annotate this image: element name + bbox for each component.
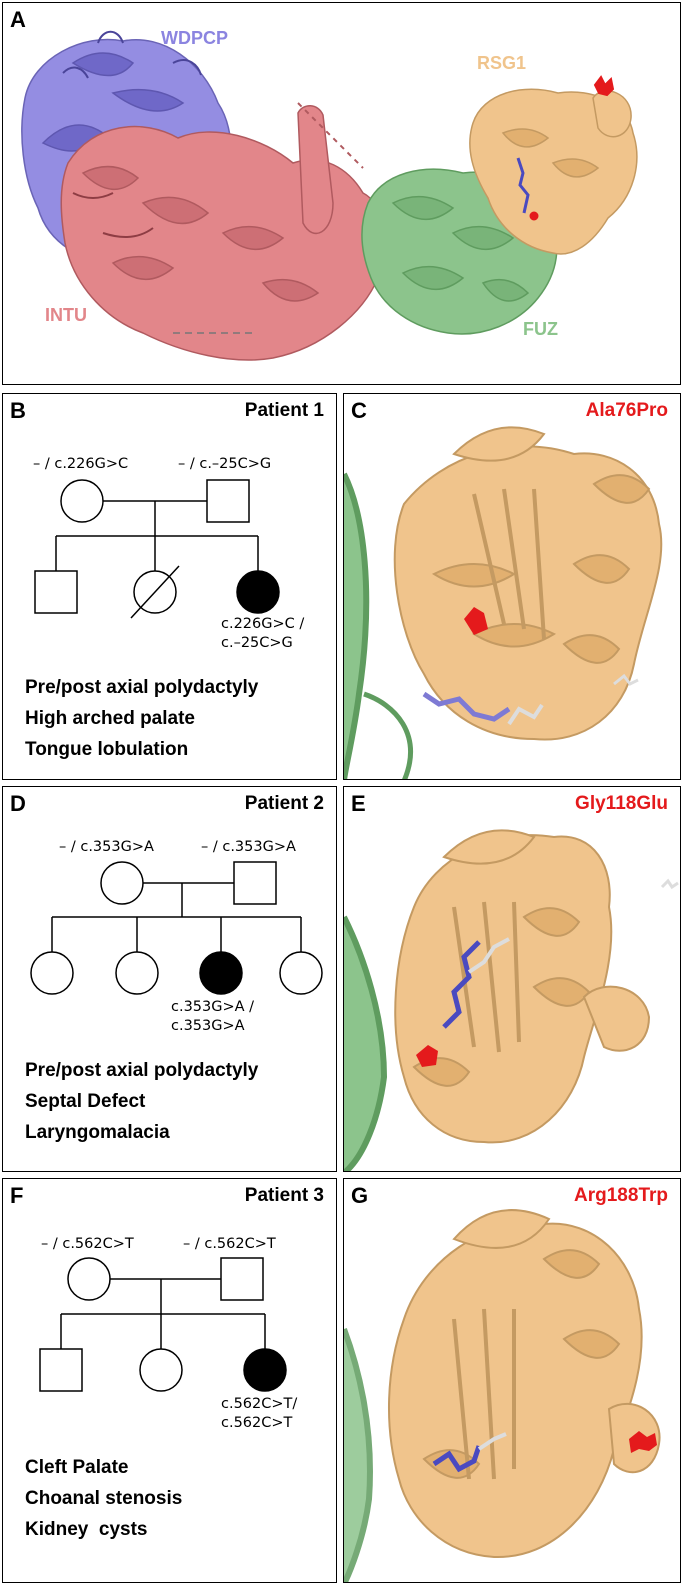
patient2-proband-genotype-1: c.353G>A / — [171, 999, 255, 1015]
patient3-mother-genotype: – / c.562C>T — [41, 1236, 134, 1252]
mutation-site — [464, 607, 488, 635]
patient3-proband-genotype-2: c.562C>T — [221, 1415, 293, 1431]
patient2-title: Patient 2 — [244, 793, 324, 814]
phenotype-item: Pre/post axial polydactyly — [25, 1060, 259, 1081]
fuz-label: FUZ — [523, 319, 558, 339]
mother-symbol — [60, 479, 104, 523]
sibling-male-symbol — [34, 570, 78, 614]
rsg1-label: RSG1 — [477, 53, 527, 73]
patient1-mother-genotype: – / c.226G>C — [33, 456, 129, 472]
panel-c: C Ala76Pro — [343, 393, 681, 780]
phenotype-item: Laryngomalacia — [25, 1122, 170, 1143]
panel-c-label: C — [351, 398, 367, 423]
mother-symbol — [67, 1257, 111, 1301]
patient2-phenotypes: Pre/post axial polydactyly Septal Defect… — [25, 1055, 258, 1148]
father-symbol — [206, 479, 250, 523]
patient1-title: Patient 1 — [244, 400, 324, 421]
phenotype-item: High arched palate — [25, 708, 195, 729]
phenotype-item: Septal Defect — [25, 1091, 146, 1112]
phenotype-item: Choanal stenosis — [25, 1488, 183, 1509]
structure-gly118glu — [344, 829, 679, 1171]
intu-label: INTU — [45, 305, 87, 325]
panel-a: A — [2, 2, 681, 385]
protein-complex-structure — [21, 30, 638, 361]
mutation-site — [416, 1045, 438, 1067]
panel-g: G Arg188Trp — [343, 1178, 681, 1583]
patient2-proband-genotype-2: c.353G>A — [171, 1018, 245, 1034]
father-symbol — [233, 861, 277, 905]
patient3-phenotypes: Cleft Palate Choanal stenosis Kidney cys… — [25, 1452, 182, 1545]
sibling-female-symbol — [139, 1348, 183, 1392]
rsg1-structure — [469, 88, 638, 255]
panel-b-label: B — [10, 398, 26, 423]
proband-symbol — [236, 570, 280, 614]
sibling-female-symbol — [279, 951, 323, 995]
phenotype-item: Cleft Palate — [25, 1457, 129, 1478]
wdpcp-label: WDPCP — [161, 28, 228, 48]
patient2-pedigree — [30, 861, 323, 995]
panel-g-label: G — [351, 1183, 369, 1208]
sibling-male-symbol — [39, 1348, 83, 1392]
panel-a-label: A — [10, 7, 26, 32]
structure3-mutation: Arg188Trp — [574, 1185, 668, 1206]
proband-symbol — [199, 951, 243, 995]
phenotype-item: Pre/post axial polydactyly — [25, 677, 259, 698]
panel-f: F Patient 3 – / c.562C>T – / c.562C>T c.… — [2, 1178, 337, 1583]
patient3-pedigree — [39, 1257, 287, 1392]
gtp-ligand — [442, 940, 481, 1029]
sibling-female-symbol — [30, 951, 74, 995]
gtp-ligand — [432, 1445, 482, 1473]
sibling-female-symbol — [115, 951, 159, 995]
patient1-pedigree — [34, 479, 280, 619]
panel-e-label: E — [351, 791, 366, 816]
patient1-proband-genotype-1: c.226G>C / — [221, 616, 305, 632]
mutation-sites — [529, 75, 615, 221]
patient2-father-genotype: – / c.353G>A — [201, 839, 296, 855]
gtp-ligand — [516, 157, 530, 214]
panel-d: D Patient 2 – / c.353G>A – / c.353G>A c.… — [2, 786, 337, 1172]
patient3-title: Patient 3 — [244, 1185, 324, 1206]
patient3-proband-genotype-1: c.562C>T/ — [221, 1396, 298, 1412]
proband-symbol — [243, 1348, 287, 1392]
panel-b: B Patient 1 – / c.226G>C – / c.–25C>G c.… — [2, 393, 337, 780]
patient1-proband-genotype-2: c.–25C>G — [221, 635, 293, 651]
father-symbol — [220, 1257, 264, 1301]
structure2-mutation: Gly118Glu — [575, 793, 668, 814]
patient2-mother-genotype: – / c.353G>A — [59, 839, 154, 855]
gtp-ligand — [422, 691, 511, 722]
mutation-site — [629, 1431, 657, 1453]
structure-arg188trp — [344, 1209, 661, 1582]
panel-e: E Gly118Glu — [343, 786, 681, 1172]
phenotype-item: Tongue lobulation — [25, 739, 189, 760]
structure-ala76pro — [344, 426, 663, 779]
structure1-mutation: Ala76Pro — [585, 400, 668, 421]
patient3-father-genotype: – / c.562C>T — [183, 1236, 276, 1252]
phenotype-item: Kidney cysts — [25, 1519, 148, 1540]
patient1-father-genotype: – / c.–25C>G — [178, 456, 272, 472]
patient1-phenotypes: Pre/post axial polydactyly High arched p… — [25, 672, 258, 765]
panel-f-label: F — [10, 1183, 24, 1208]
mother-symbol — [100, 861, 144, 905]
intu-structure — [60, 105, 387, 361]
panel-d-label: D — [10, 791, 26, 816]
